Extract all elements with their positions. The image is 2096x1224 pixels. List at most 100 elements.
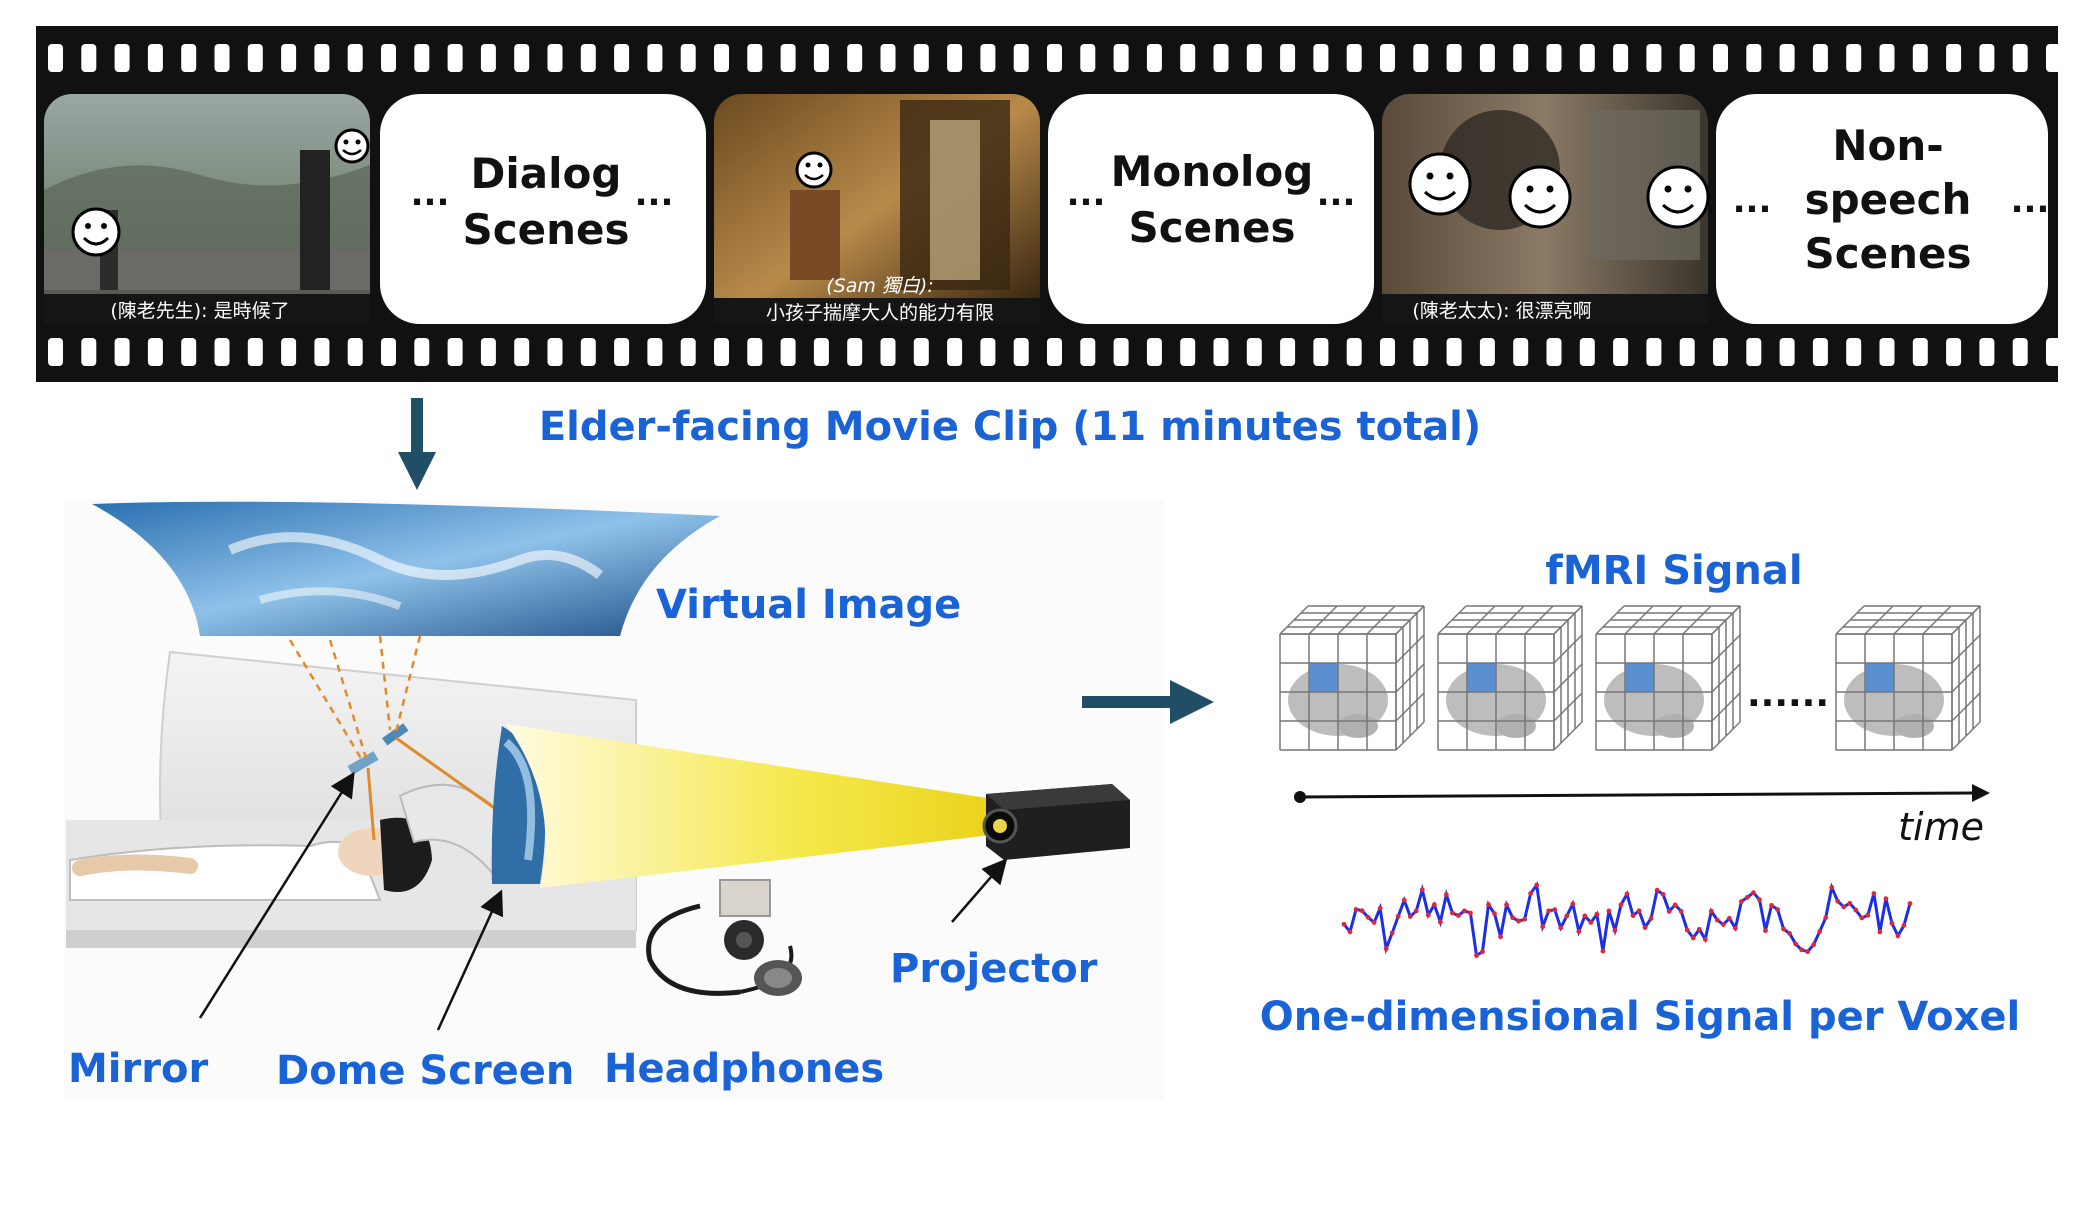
sprocket-hole (547, 338, 563, 366)
sprocket-hole (847, 338, 863, 366)
sprocket-hole (1113, 44, 1129, 72)
signal-sample-point (1835, 898, 1841, 904)
signal-sample-point (1594, 911, 1600, 917)
signal-sample-point (1745, 894, 1750, 900)
sprocket-hole (1979, 338, 1995, 366)
signal-sample-point (1841, 904, 1847, 910)
sprocket-hole (580, 338, 596, 366)
sprocket-hole (1013, 338, 1029, 366)
sprocket-hole (1346, 338, 1362, 366)
sprocket-hole (1679, 338, 1695, 366)
sprocket-hole (1579, 338, 1595, 366)
sprocket-hole (1479, 44, 1495, 72)
signal-sample-point (1702, 936, 1708, 942)
sprocket-hole (147, 44, 163, 72)
movie-clip-caption: Elder-facing Movie Clip (11 minutes tota… (539, 404, 1481, 450)
sprocket-hole (980, 44, 996, 72)
sprocket-hole (1013, 44, 1029, 72)
projector-label: Projector (890, 946, 1098, 992)
sprocket-hole (247, 338, 263, 366)
signal-sample-point (1498, 934, 1503, 940)
sprocket-hole (1879, 338, 1895, 366)
signal-sample-point (1793, 941, 1798, 947)
sprocket-hole (447, 338, 463, 366)
signal-sample-point (1468, 910, 1473, 916)
nonspeech-line3: Scenes (1804, 229, 1971, 278)
sprocket-hole (1513, 338, 1529, 366)
sprocket-hole (647, 44, 663, 72)
sprocket-hole (414, 44, 430, 72)
signal-sample-point (1648, 915, 1654, 921)
signal-sample-point (1425, 912, 1431, 918)
sprocket-hole (2012, 338, 2028, 366)
sprocket-hole (1946, 44, 1962, 72)
highlighted-voxel (1309, 663, 1338, 692)
sprocket-hole (2012, 44, 2028, 72)
signal-sample-point (1564, 913, 1570, 919)
sprocket-hole (1912, 338, 1928, 366)
sprocket-hole (1446, 338, 1462, 366)
sprocket-hole (480, 44, 496, 72)
dialog-scenes-line1: Dialog (471, 149, 622, 198)
sprocket-hole (1946, 338, 1962, 366)
signal-sample-point (1684, 927, 1690, 933)
sprocket-hole (1546, 44, 1562, 72)
signal-sample-point (1407, 914, 1413, 919)
projector-device (982, 784, 1130, 860)
signal-sample-point (1534, 882, 1540, 888)
sprocket-hole (1113, 338, 1129, 366)
signal-sample-point (1552, 907, 1558, 913)
sprocket-hole (1413, 338, 1429, 366)
sprocket-hole (2046, 338, 2061, 366)
signal-sample-point (1907, 901, 1913, 906)
film-strip: (陳老先生): 是時候了 ... Dialog Scenes ... (Sam … (36, 26, 2061, 382)
headphones-device (646, 879, 802, 996)
signal-caption: One-dimensional Signal per Voxel (1260, 994, 2021, 1040)
sprocket-hole (913, 44, 929, 72)
sprocket-hole (747, 338, 763, 366)
dome-screen-label: Dome Screen (276, 1048, 574, 1094)
sprocket-hole (1846, 338, 1862, 366)
sprocket-hole (614, 338, 630, 366)
signal-sample-point (1847, 900, 1853, 906)
sprocket-row-top (48, 44, 2061, 72)
signal-sample-point (1389, 930, 1395, 936)
signal-sample-point (1492, 911, 1497, 917)
sprocket-hole (1812, 44, 1828, 72)
sprocket-hole (1080, 44, 1096, 72)
signal-sample-point (1654, 887, 1660, 893)
sprocket-hole (181, 44, 197, 72)
sprocket-hole (1180, 338, 1196, 366)
sprocket-hole (1313, 44, 1329, 72)
signal-sample-point (1588, 920, 1594, 925)
signal-sample-point (1805, 949, 1811, 955)
fmri-volumes (1279, 605, 1981, 751)
sprocket-hole (1246, 44, 1262, 72)
signal-sample-point (1401, 897, 1407, 903)
signal-sample-point (1726, 915, 1732, 921)
sprocket-hole (1679, 44, 1695, 72)
sprocket-hole (181, 338, 197, 366)
dots-left: ... (411, 174, 450, 214)
sprocket-hole (381, 44, 396, 72)
signal-sample-point (1775, 907, 1780, 912)
sprocket-hole (1812, 338, 1828, 366)
virtual-image-label: Virtual Image (656, 582, 961, 628)
highlighted-voxel (1467, 663, 1496, 692)
sprocket-hole (214, 338, 230, 366)
volume-ellipsis: ...... (1747, 674, 1829, 715)
smiley-face-icon (1408, 152, 1472, 216)
signal-sample-point (1690, 935, 1696, 941)
nonspeech-line2: speech (1805, 175, 1972, 224)
sprocket-hole (714, 338, 729, 366)
signal-sample-point (1480, 949, 1485, 955)
sprocket-hole (780, 338, 796, 366)
sprocket-row-bottom (48, 338, 2061, 366)
sprocket-hole (514, 338, 530, 366)
signal-sample-point (1449, 910, 1455, 916)
time-label: time (1898, 805, 1984, 849)
signal-sample-point (1799, 947, 1805, 953)
signal-sample-point (1889, 920, 1895, 926)
smiley-face-icon (334, 128, 370, 164)
signal-sample-point (1871, 891, 1877, 896)
